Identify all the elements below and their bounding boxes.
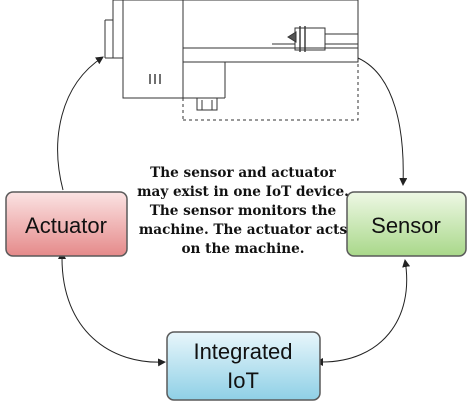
caption-line-3: The sensor monitors the bbox=[149, 203, 337, 219]
sensor-label: Sensor bbox=[371, 213, 441, 238]
actuator-label: Actuator bbox=[25, 213, 107, 238]
sensor-node: Sensor bbox=[346, 191, 467, 257]
caption-line-5: on the machine. bbox=[181, 241, 305, 257]
caption-line-1: The sensor and actuator bbox=[150, 165, 336, 181]
caption-line-2: may exist in one IoT device. bbox=[137, 184, 349, 200]
caption-line-4: machine. The actuator acts bbox=[138, 222, 348, 238]
arrow-machine-to-sensor bbox=[357, 57, 408, 186]
machine-drawing-icon bbox=[104, 0, 359, 121]
arrow-actuator-integrated bbox=[58, 251, 166, 367]
arrow-actuator-to-machine bbox=[57, 56, 104, 191]
integrated-label-line2: IoT bbox=[227, 368, 259, 393]
arrow-integrated-sensor bbox=[315, 259, 411, 366]
integrated-iot-node: Integrated IoT bbox=[166, 331, 321, 401]
actuator-node: Actuator bbox=[5, 191, 128, 257]
diagram-caption: The sensor and actuator may exist in one… bbox=[118, 164, 368, 259]
connector-arrows bbox=[57, 56, 411, 367]
integrated-label-line1: Integrated bbox=[193, 339, 292, 364]
